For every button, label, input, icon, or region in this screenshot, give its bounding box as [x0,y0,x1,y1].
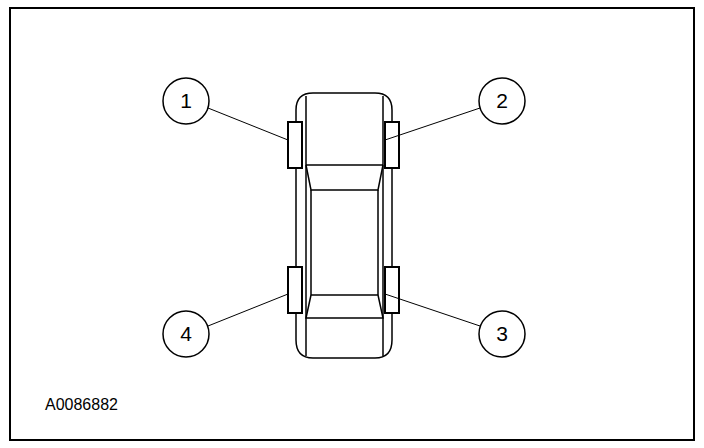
leader-lines [208,108,480,326]
callout-number: 2 [482,88,522,114]
callout-number: 1 [166,88,206,114]
callout-number: 4 [166,321,206,347]
car-body [296,93,392,358]
callout-number: 3 [482,321,522,347]
tires [288,122,399,313]
figure-code: A0086882 [45,395,118,415]
callout-circles [163,78,525,357]
frame [10,8,694,440]
